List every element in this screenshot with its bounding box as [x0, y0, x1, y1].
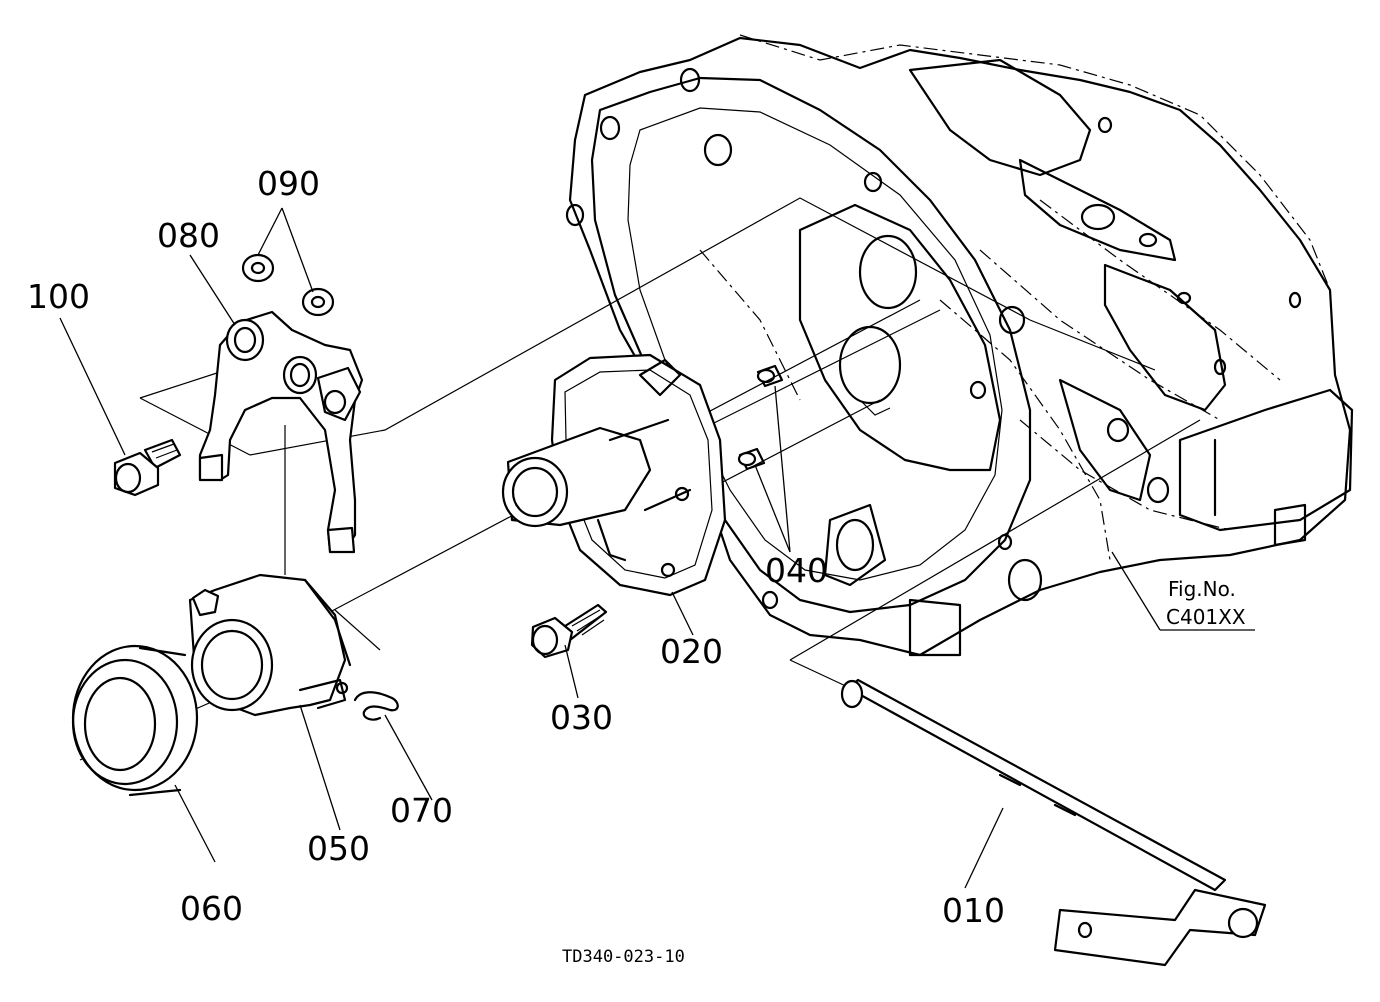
callout-090: 090	[257, 164, 320, 203]
bolt-030	[530, 603, 608, 659]
figure-label: Fig.No.	[1168, 577, 1236, 601]
callout-050: 050	[307, 829, 370, 868]
figure-number: C401XX	[1166, 605, 1246, 629]
callout-060: 060	[180, 889, 243, 928]
drawing-number: TD340-023-10	[562, 947, 685, 967]
callout-020: 020	[660, 632, 723, 671]
washer-090	[241, 253, 335, 317]
release-hub-020	[501, 353, 727, 597]
release-shaft-010	[840, 678, 1267, 967]
callout-010: 010	[942, 891, 1005, 930]
callout-040: 040	[765, 551, 828, 590]
figure-number-block: Fig.No. C401XX	[1166, 577, 1246, 629]
callout-100: 100	[27, 277, 90, 316]
callout-labels: 010 020 030 040 050 060 070 080 090 100	[27, 164, 1005, 930]
pin-040	[737, 364, 784, 471]
release-bearing-carrier-050	[188, 573, 352, 717]
release-bearing-060	[71, 644, 199, 797]
callout-080: 080	[157, 216, 220, 255]
bolt-100	[113, 438, 182, 497]
spring-clip-070	[353, 691, 399, 721]
shift-fork-080	[198, 310, 364, 554]
transmission-housing	[565, 34, 1354, 657]
leader-lines	[59, 207, 1255, 889]
callout-070: 070	[390, 791, 453, 830]
callout-030: 030	[550, 698, 613, 737]
